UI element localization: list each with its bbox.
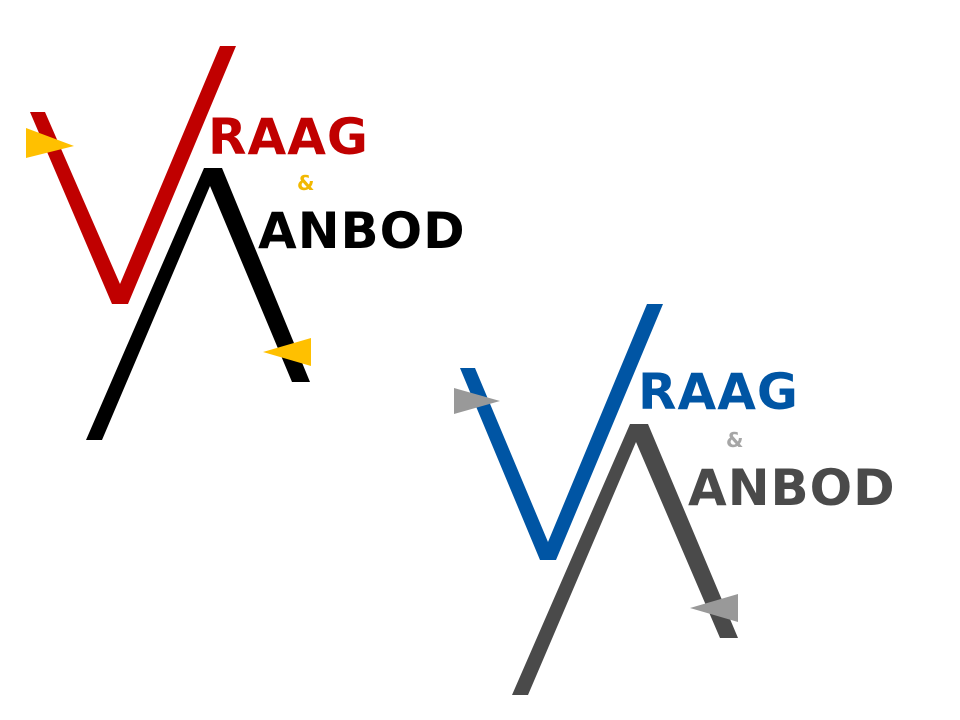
logo-word-anbod: ANBOD	[688, 459, 896, 517]
logo-ampersand: &	[297, 171, 315, 195]
v-stroke	[30, 46, 236, 304]
arrow-left-icon	[454, 388, 500, 414]
logo-word-raag: RAAG	[638, 363, 799, 421]
logo-word-raag: RAAG	[208, 108, 369, 166]
a-stroke	[86, 168, 310, 440]
a-stroke	[512, 424, 738, 695]
logo-ampersand: &	[726, 428, 744, 452]
logo-word-anbod: ANBOD	[258, 202, 466, 260]
arrow-right-icon	[263, 338, 311, 366]
v-stroke	[460, 304, 663, 560]
arrow-left-icon	[26, 128, 74, 158]
arrow-right-icon	[690, 594, 738, 622]
